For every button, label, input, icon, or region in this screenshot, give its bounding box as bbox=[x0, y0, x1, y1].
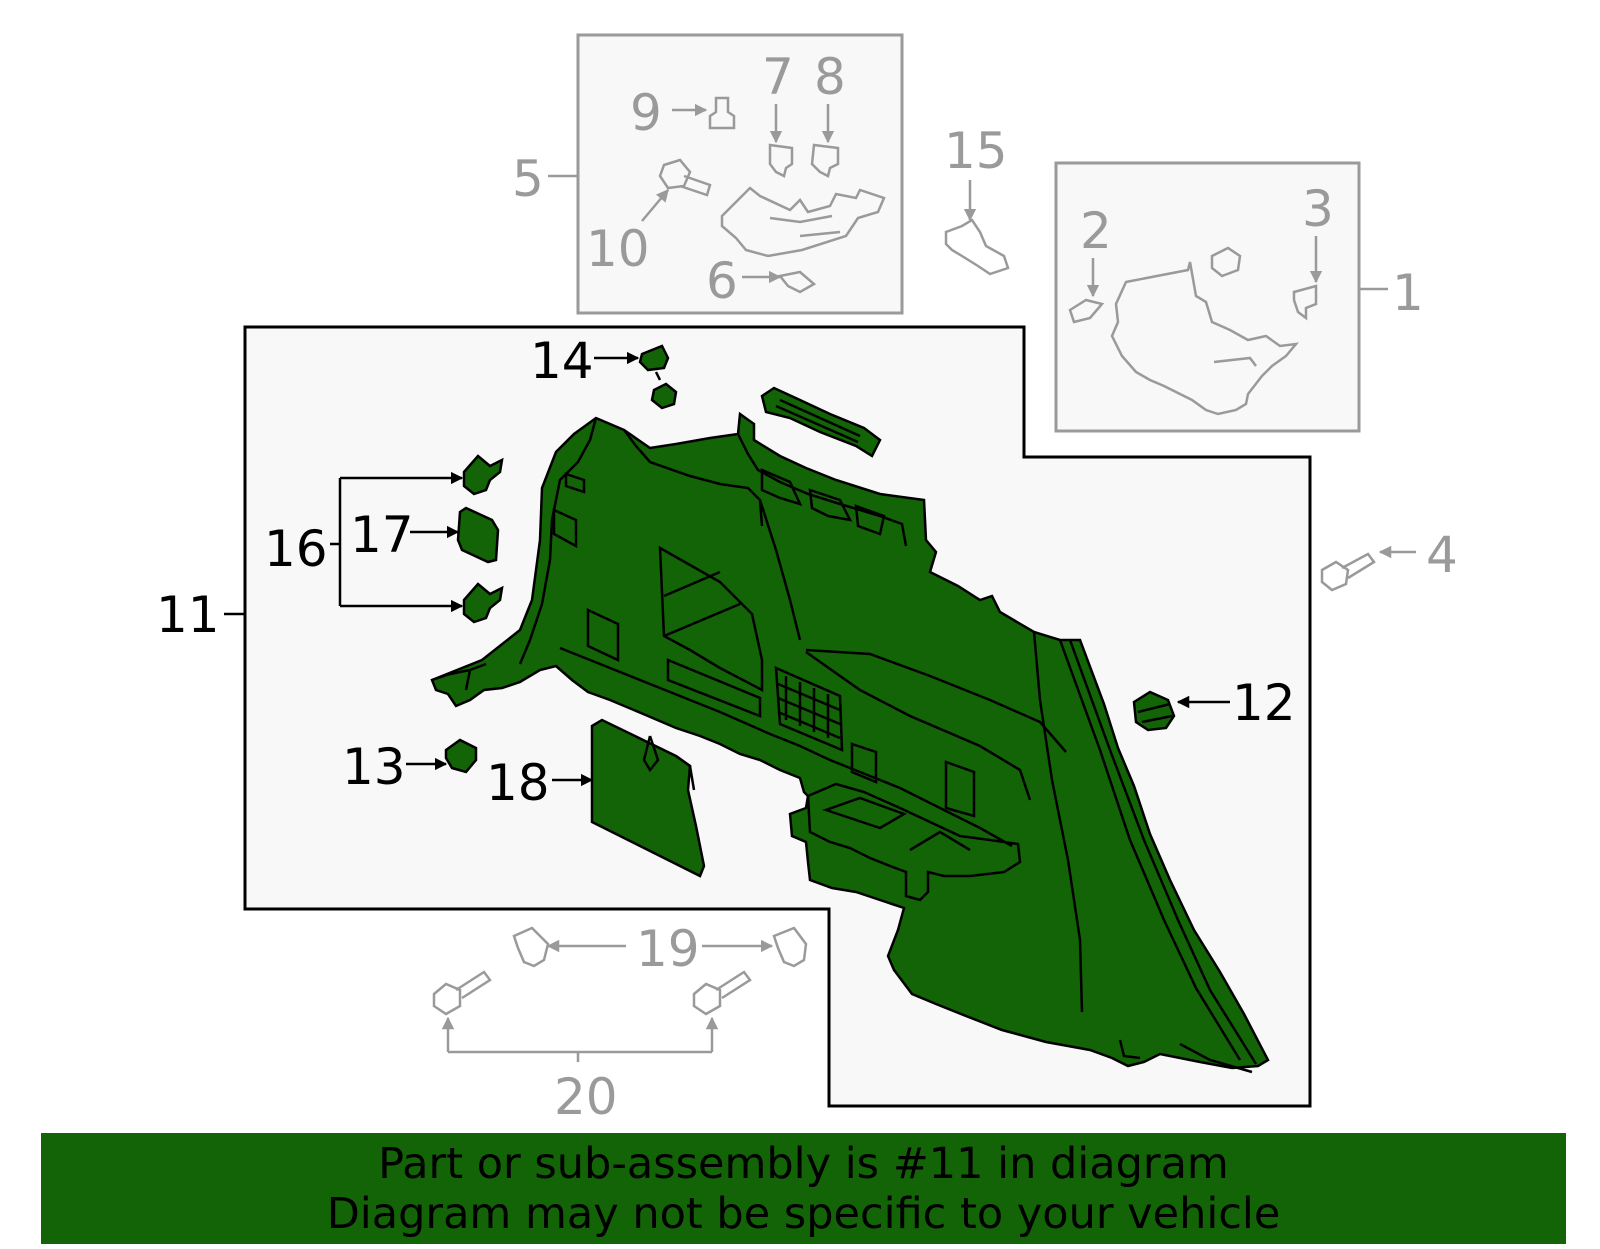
part-6-clip-icon bbox=[777, 270, 817, 294]
part-16-top-clip-icon bbox=[462, 454, 504, 496]
callout-2: 2 bbox=[1080, 202, 1112, 260]
group-5-parts bbox=[548, 96, 886, 294]
part-19-left-clip-icon bbox=[512, 926, 550, 968]
part-20-left-bolt-icon bbox=[432, 982, 462, 1016]
part-11-quarter-trim-panel[interactable] bbox=[430, 386, 1270, 1074]
callout-17: 17 bbox=[350, 506, 414, 564]
footer-banner: Part or sub-assembly is #11 in diagram D… bbox=[41, 1133, 1566, 1244]
group-5-box bbox=[576, 33, 904, 315]
callout-15: 15 bbox=[944, 122, 1008, 180]
group-1-parts bbox=[1068, 236, 1388, 416]
callout-9: 9 bbox=[630, 84, 662, 142]
footer-line-2: Diagram may not be specific to your vehi… bbox=[326, 1188, 1281, 1239]
part-2-clip-icon bbox=[1068, 298, 1105, 324]
part-16-bottom-clip-icon bbox=[462, 582, 504, 624]
part-6-trim-icon bbox=[720, 186, 886, 258]
callout-10: 10 bbox=[586, 220, 650, 278]
part-1-panel-icon bbox=[1110, 261, 1299, 416]
part-3-clip-icon bbox=[1292, 284, 1318, 321]
green-small-parts bbox=[444, 344, 1176, 878]
part-17-cover-icon bbox=[456, 506, 500, 564]
part-20-right-bolt-icon bbox=[692, 982, 722, 1016]
callout-14: 14 bbox=[530, 332, 594, 390]
part-9-bolt-icon bbox=[708, 96, 736, 130]
callout-5: 5 bbox=[512, 150, 544, 208]
callout-16: 16 bbox=[264, 520, 328, 578]
callout-19: 19 bbox=[636, 920, 700, 978]
part-14-pin-icon bbox=[650, 382, 678, 410]
part-10-bolt-icon bbox=[658, 158, 692, 190]
callout-1: 1 bbox=[1392, 264, 1424, 322]
group-1-box bbox=[1054, 161, 1361, 433]
part-14-clip-icon bbox=[638, 344, 670, 372]
part-19-right-clip-icon bbox=[772, 926, 808, 968]
footer-line-1: Part or sub-assembly is #11 in diagram bbox=[378, 1138, 1229, 1189]
part-8-clip-icon bbox=[810, 143, 840, 178]
callout-3: 3 bbox=[1302, 180, 1334, 238]
push-pin-icon bbox=[1210, 246, 1242, 278]
callout-11: 11 bbox=[156, 586, 220, 644]
black-leaders bbox=[224, 351, 1230, 787]
callout-20: 20 bbox=[554, 1068, 618, 1126]
part-4-bolt bbox=[1320, 545, 1416, 592]
callout-7: 7 bbox=[762, 48, 794, 106]
parts-19-20 bbox=[432, 926, 808, 1062]
part-18-lid-icon bbox=[590, 718, 706, 878]
callout-12: 12 bbox=[1232, 674, 1296, 732]
part-15-bracket bbox=[944, 180, 1010, 276]
callout-6: 6 bbox=[706, 252, 738, 310]
callout-18: 18 bbox=[486, 754, 550, 812]
part-7-clip-icon bbox=[768, 143, 794, 178]
callout-4: 4 bbox=[1426, 526, 1458, 584]
callout-13: 13 bbox=[342, 738, 406, 796]
callout-8: 8 bbox=[814, 48, 846, 106]
